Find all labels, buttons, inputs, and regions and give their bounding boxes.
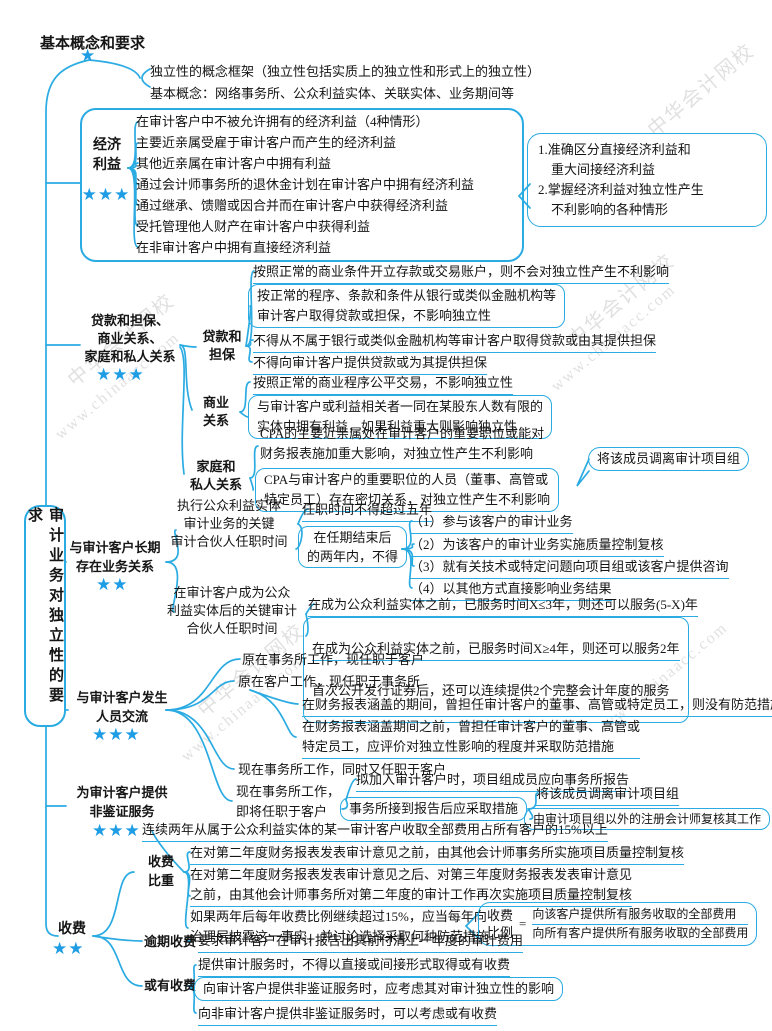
business-item: 按照正常的商业程序公平交易，不影响独立性 <box>253 373 514 395</box>
economic-item: 受托管理他人财产在审计客户中获得利益 <box>136 219 371 234</box>
root-title: 审计业务对独立性的要求 <box>26 507 63 707</box>
cooling-item: （2）为该客户的审计业务实施质量控制复核 <box>410 535 664 557</box>
became-pie-label: 在审计客户成为公众 利益实体后的关键审计 合伙人任职时间 <box>166 585 297 636</box>
star-rating: ★ <box>80 46 97 65</box>
exchange-subitem: 在财务报表涵盖期间之前，曾担任审计客户的董事、高管或 特定员工，应评价对独立性影… <box>302 717 641 759</box>
equals-sign: = <box>519 916 527 931</box>
exchange-subitem: 在财务报表涵盖的期间，曾担任审计客户的董事、高管或特定员工，则没有防范措施 <box>302 695 772 717</box>
exchange-item: 现在事务所工作， 即将任职于客户 <box>236 784 341 819</box>
basics-item: 独立性的概念框架（独立性包括实质上的独立性和形式上的独立性） <box>150 64 541 79</box>
root-node: 审计业务对独立性的要求 <box>24 505 66 727</box>
economic-item: 在非审计客户中拥有直接经济利益 <box>136 240 332 255</box>
fee-ratio-formula: 收费 比例 = 向该客户提供所有服务收取的全部费用 向所有客户提供所有服务收取的… <box>478 902 758 946</box>
fraction-denominator: 向所有客户提供所有服务收取的全部费用 <box>532 926 749 940</box>
measure-item: 将该成员调离审计项目组 <box>536 784 680 806</box>
cooling-item: （1）参与该客户的审计业务 <box>410 512 573 534</box>
family-callout: 将该成员调离审计项目组 <box>588 447 750 471</box>
exchange-item: 原在客户工作，现任职于事务所 <box>238 674 421 689</box>
fee-item: 向非审计客户提供非鉴证服务时，可以考虑或有收费 <box>198 1004 498 1026</box>
star-rating: ★★ <box>52 939 85 958</box>
exchange-subitem: 拟加入审计客户时，项目组成员应向事务所报告 <box>356 770 630 792</box>
branch-economic-label: 经济 利益 <box>93 138 121 173</box>
fee-item: 在对第二年度财务报表发表审计意见之后、对第三年度财务报表发表审计意见 之前，由其… <box>190 865 633 907</box>
star-rating: ★★★ <box>81 185 131 204</box>
economic-item: 通过会计师事务所的退休金计划在审计客户中拥有经济利益 <box>136 177 475 192</box>
economic-item: 主要近亲属受雇于审计客户而产生的经济利益 <box>136 135 397 150</box>
basics-item: 基本概念：网络事务所、公众利益实体、关联实体、业务期间等 <box>150 86 515 101</box>
exchange-item: 原在事务所工作，现任职于客户 <box>242 652 425 667</box>
cooling-item: （4）以其他方式直接影响业务结果 <box>410 579 612 601</box>
contingent-fees-label: 或有收费 <box>144 978 197 993</box>
cooling-off-box: 在任期结束后 的两年内，不得 <box>298 526 408 568</box>
fee-item: 在对第二年度财务报表发表审计意见之前，由其他会计师事务所实施项目质量控制复核 <box>190 843 685 865</box>
measure-item-boxed: 由审计项目组以外的注册会计师复核其工作 <box>524 808 771 830</box>
business-sub-label: 商业 关系 <box>202 395 229 428</box>
star-rating: ★★★ <box>92 725 141 744</box>
cooling-item: （3）就有关技术或特定问题向项目组或该客户提供咨询 <box>410 557 729 579</box>
fee-item: 连续两年从属于公众利益实体的某一审计客户收取全部费用占所有客户的15%以上 <box>142 820 608 842</box>
economic-item: 在审计客户中不被允许拥有的经济利益（4种情形） <box>136 114 429 129</box>
tenure-item-boxed: 在成为公众利益实体之前，已服务时间X≥4年，则还可以服务2年 首次公开发行证券后… <box>303 617 689 723</box>
loans-item: 按照正常的商业条件开立存款或交易账户，则不会对独立性产生不利影响 <box>253 262 670 284</box>
star-rating: ★★ <box>96 575 129 594</box>
fee-item-boxed: 向审计客户提供非鉴证服务时，应考虑其对审计独立性的影响 <box>194 977 564 1001</box>
report-measures-box: 事务所接到报告后应采取措施 <box>340 797 528 821</box>
economic-group-box <box>80 108 524 262</box>
overdue-fees-label: 逾期收费 <box>144 934 197 949</box>
branch-nonassurance-label: 为审计客户提供 非鉴证服务 <box>76 785 168 819</box>
tenure-item: 任职时间不得超过五年 <box>302 500 433 522</box>
branch-tenure-label: 与审计客户长期 存在业务关系 <box>69 540 161 574</box>
economic-item: 通过继承、馈赠或因合并而在审计客户中获得经济利益 <box>136 198 449 213</box>
branch-fees-label: 收费 <box>58 922 86 937</box>
family-item-boxed: CPA与审计客户的重要职位的人员（董事、高管或 特定员工）存在密切关系，对独立性… <box>255 468 560 512</box>
basics-title: 基本概念和要求 <box>40 36 146 52</box>
star-rating: ★★★ <box>96 365 145 384</box>
loans-item-boxed: 按正常的程序、条款和条件从银行或类似金融机构等 审计客户取得贷款或担保，不影响独… <box>248 284 566 328</box>
family-item: CPA的主要近亲属处在审计客户的重要职位或能对 财务报表施加重大影响，对独立性产… <box>260 426 545 461</box>
tenure-item: 在成为公众利益实体之前，已服务时间X≤3年，则还可以服务(5-X)年 <box>308 595 698 617</box>
fee-item: 要求审计客户在审计报告出具前付清上一年度的审计费用 <box>198 931 524 953</box>
fee-ratio-fraction: 向该客户提供所有服务收取的全部费用 向所有客户提供所有服务收取的全部费用 <box>532 906 749 942</box>
branch-loans-label: 贷款和担保、 商业关系、 家庭和私人关系 <box>84 313 176 364</box>
fee-proportion-label: 收费 比重 <box>147 854 174 888</box>
business-item-boxed: 与审计客户或利益相关者一同在某股东人数有限的 实体中拥有利益，如果利益重大则影响… <box>248 395 553 439</box>
fraction-numerator: 向该客户提供所有服务收取的全部费用 <box>532 906 749 925</box>
star-rating: ★★★ <box>92 821 141 840</box>
tenure-item: 首次公开发行证券后，还可以连续提供2个完整会计年度的服务 <box>312 683 670 698</box>
economic-callout: 1.准确区分直接经济利益和 重大间接经济利益 2.掌握经济利益对独立性产生 不利… <box>527 133 767 227</box>
economic-item: 其他近亲属在审计客户中拥有利益 <box>136 156 332 171</box>
fee-item: 提供审计服务时，不得以直接或间接形式取得或有收费 <box>198 955 511 977</box>
loans-item: 不得向审计客户提供贷款或为其提供担保 <box>253 353 488 375</box>
branch-exchange-label: 与审计客户发生 人员交流 <box>76 690 168 724</box>
fee-item: 如果两年后每年收费比例继续超过15%，应当每年向 治理层披露这一事实，并讨论选择… <box>190 909 490 944</box>
fee-ratio-label: 收费 比例 <box>487 908 514 940</box>
loans-item: 不得从不属于银行或类似金融机构等审计客户取得贷款或由其提供担保 <box>253 331 657 353</box>
loans-sub-label: 贷款和 担保 <box>202 329 242 362</box>
exchange-item: 现在事务所工作，同时又任职于客户 <box>238 762 447 777</box>
key-partner-label: 执行公众利益实体 审计业务的关键 审计合伙人任职时间 <box>170 498 288 549</box>
family-sub-label: 家庭和 私人关系 <box>189 459 242 492</box>
